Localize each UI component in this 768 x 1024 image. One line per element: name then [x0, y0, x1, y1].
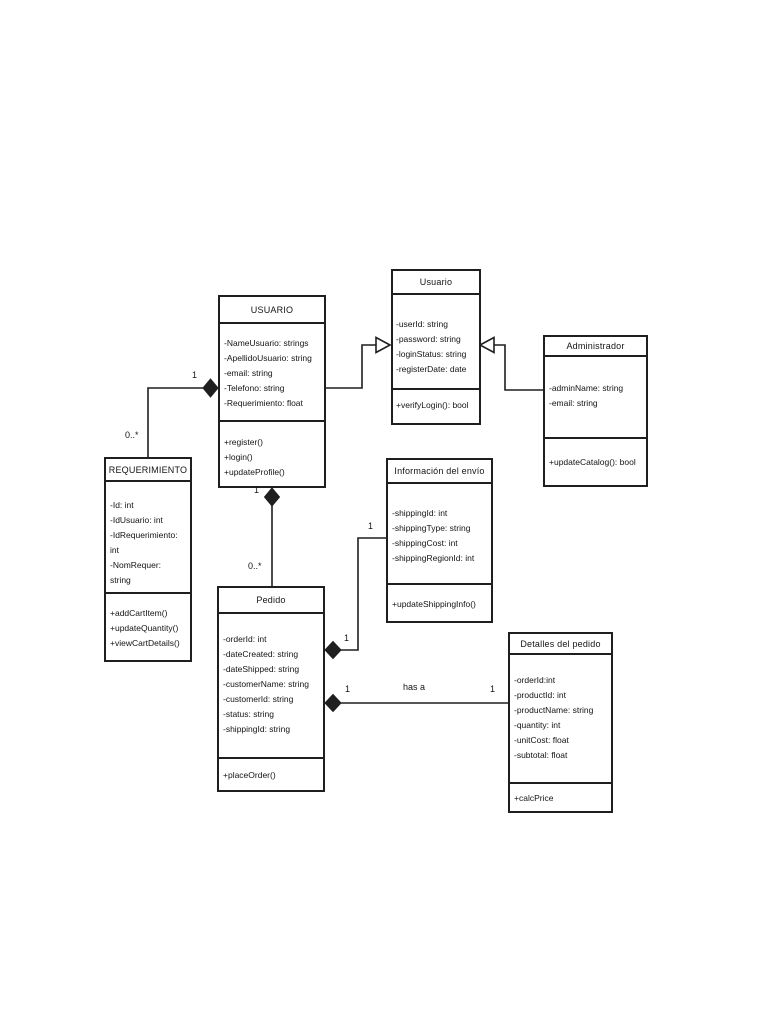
- class-attributes: -orderId: int -dateCreated: string -date…: [219, 614, 323, 759]
- class-methods: +calcPrice: [510, 784, 611, 806]
- method: +verifyLogin(): bool: [396, 400, 469, 410]
- attribute: -quantity: int: [514, 720, 561, 730]
- attribute: -NameUsuario: strings: [224, 338, 309, 348]
- class-attributes: -orderId:int -productId: int -productNam…: [510, 655, 611, 784]
- filled-diamond-icon: [202, 378, 219, 398]
- method: +login(): [224, 452, 253, 462]
- class-methods: +updateShippingInfo(): [388, 585, 491, 612]
- attribute: -adminName: string: [549, 383, 624, 393]
- method: +updateCatalog(): bool: [549, 457, 636, 467]
- class-title: REQUERIMIENTO: [106, 459, 190, 482]
- generalization-usuario-to-usuario-base: [325, 336, 392, 389]
- class-title: Pedido: [219, 588, 323, 614]
- attribute: -dateShipped: string: [223, 664, 300, 674]
- class-pedido: Pedido -orderId: int -dateCreated: strin…: [217, 586, 325, 792]
- class-title: Usuario: [393, 271, 479, 295]
- multiplicity-pedido-detalles-whole: 1: [345, 684, 351, 694]
- class-informacion-envio: Información del envío -shippingId: int -…: [386, 458, 493, 623]
- composition-pedido-detalles-pedido: [324, 693, 508, 713]
- method: +viewCartDetails(): [110, 638, 180, 648]
- class-title: USUARIO: [220, 297, 324, 324]
- attribute: -shippingCost: int: [392, 538, 458, 548]
- class-methods: +register() +login() +updateProfile(): [220, 422, 324, 480]
- attribute: -shippingId: string: [223, 724, 291, 734]
- class-attributes: -shippingId: int -shippingType: string -…: [388, 484, 491, 585]
- class-title: Información del envío: [388, 460, 491, 484]
- class-methods: +verifyLogin(): bool: [393, 390, 479, 413]
- class-attributes: -userId: string -password: string -login…: [393, 295, 479, 390]
- attribute: -Telefono: string: [224, 383, 285, 393]
- attribute: -userId: string: [396, 319, 448, 329]
- class-methods: +updateCatalog(): bool: [545, 439, 646, 470]
- method: +placeOrder(): [223, 770, 276, 780]
- attribute: string: [110, 575, 131, 585]
- attribute: -orderId: int: [223, 634, 267, 644]
- attribute: -status: string: [223, 709, 275, 719]
- attribute: -orderId:int: [514, 675, 556, 685]
- association-label-has-a: has a: [403, 682, 426, 692]
- composition-usuario-pedido: [263, 487, 281, 586]
- attribute: -shippingRegionId: int: [392, 553, 475, 563]
- class-attributes: -Id: int -IdUsuario: int -IdRequerimient…: [106, 482, 190, 594]
- method: +register(): [224, 437, 263, 447]
- class-title: Detalles del pedido: [510, 634, 611, 655]
- method: +addCartItem(): [110, 608, 168, 618]
- multiplicity-usuario-pedido-whole: 1: [254, 485, 260, 495]
- class-methods: +placeOrder(): [219, 759, 323, 783]
- attribute: int: [110, 545, 119, 555]
- multiplicity-usuario-pedido-part: 0..*: [248, 561, 262, 571]
- generalization-administrador-to-usuario-base: [478, 336, 543, 391]
- hollow-triangle-icon: [375, 336, 392, 354]
- attribute: -NomRequer:: [110, 560, 162, 570]
- method: +updateProfile(): [224, 467, 285, 477]
- filled-diamond-icon: [324, 693, 342, 713]
- multiplicity-usuario-requerimiento-part: 0..*: [125, 430, 139, 440]
- attribute: -password: string: [396, 334, 461, 344]
- attribute: -productName: string: [514, 705, 594, 715]
- composition-usuario-requerimiento: [147, 378, 219, 457]
- attribute: -ApellidoUsuario: string: [224, 353, 312, 363]
- attribute: -shippingType: string: [392, 523, 471, 533]
- attribute: -customerName: string: [223, 679, 309, 689]
- attribute: -Id: int: [110, 500, 134, 510]
- attribute: -IdRequerimiento:: [110, 530, 178, 540]
- multiplicity-pedido-envio-whole: 1: [344, 633, 350, 643]
- attribute: -IdUsuario: int: [110, 515, 163, 525]
- attribute: -registerDate: date: [396, 364, 467, 374]
- attribute: -unitCost: float: [514, 735, 569, 745]
- class-title: Administrador: [545, 337, 646, 357]
- class-requerimiento: REQUERIMIENTO -Id: int -IdUsuario: int -…: [104, 457, 192, 662]
- multiplicity-usuario-requerimiento-whole: 1: [192, 370, 198, 380]
- class-attributes: -adminName: string -email: string: [545, 357, 646, 439]
- attribute: -shippingId: int: [392, 508, 448, 518]
- class-detalles-pedido: Detalles del pedido -orderId:int -produc…: [508, 632, 613, 813]
- attribute: -email: string: [224, 368, 273, 378]
- attribute: -dateCreated: string: [223, 649, 299, 659]
- class-methods: +addCartItem() +updateQuantity() +viewCa…: [106, 594, 190, 651]
- hollow-triangle-icon: [478, 336, 495, 354]
- class-usuario-base: Usuario -userId: string -password: strin…: [391, 269, 481, 425]
- method: +updateQuantity(): [110, 623, 179, 633]
- composition-pedido-informacion-envio: [324, 537, 386, 660]
- attribute: -productId: int: [514, 690, 566, 700]
- attribute: -Requerimiento: float: [224, 398, 303, 408]
- method: +calcPrice: [514, 793, 554, 803]
- method: +updateShippingInfo(): [392, 599, 476, 609]
- filled-diamond-icon: [263, 487, 281, 507]
- attribute: -email: string: [549, 398, 598, 408]
- multiplicity-pedido-detalles-part: 1: [490, 684, 496, 694]
- attribute: -loginStatus: string: [396, 349, 467, 359]
- class-usuario: USUARIO -NameUsuario: strings -ApellidoU…: [218, 295, 326, 488]
- attribute: -subtotal: float: [514, 750, 568, 760]
- class-attributes: -NameUsuario: strings -ApellidoUsuario: …: [220, 324, 324, 422]
- multiplicity-pedido-envio-part: 1: [368, 521, 374, 531]
- attribute: -customerId: string: [223, 694, 294, 704]
- class-administrador: Administrador -adminName: string -email:…: [543, 335, 648, 487]
- filled-diamond-icon: [324, 640, 342, 660]
